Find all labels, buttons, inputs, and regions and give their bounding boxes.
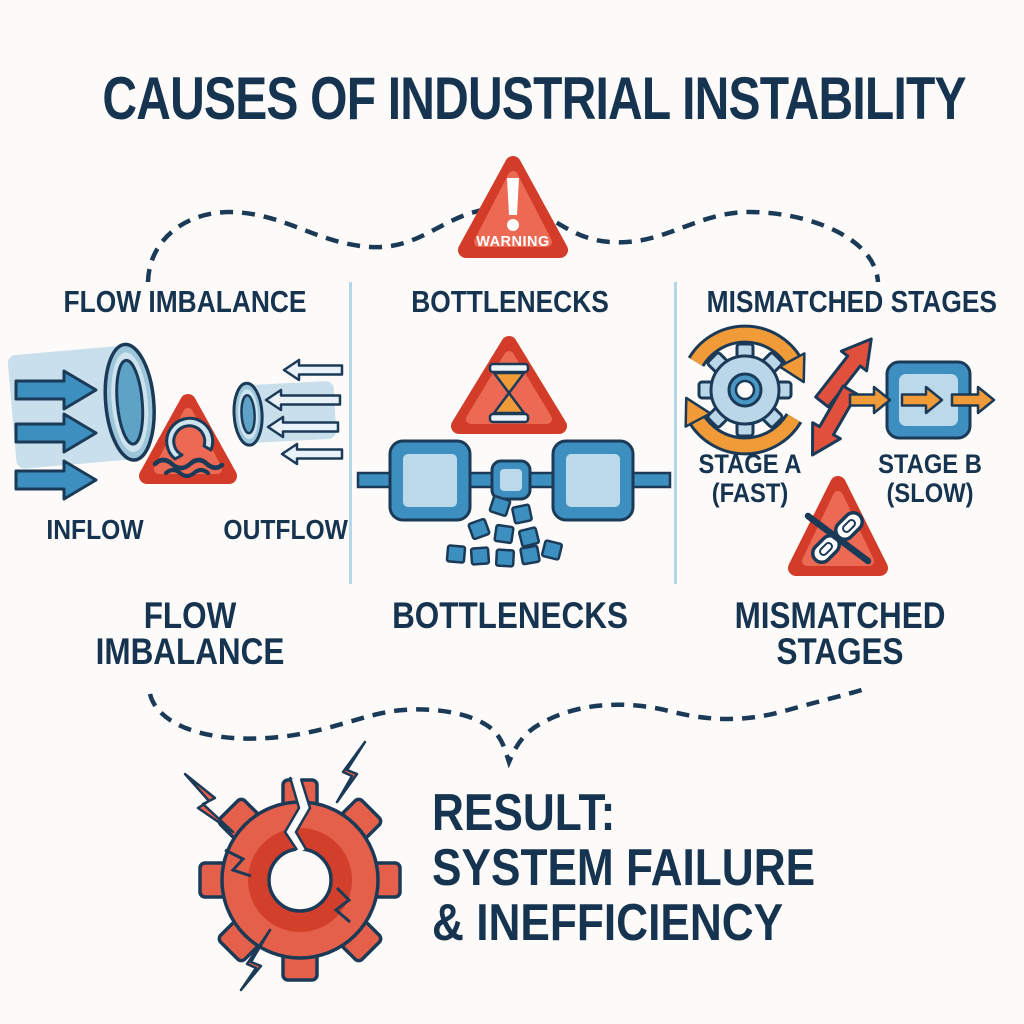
inflow-label: INFLOW [46, 514, 144, 545]
stage-b-box-icon [848, 360, 996, 440]
bottom-connector-dashes [147, 685, 868, 769]
mismatch-warning-triangle-icon [788, 476, 888, 576]
page-title: CAUSES OF INDUSTRIAL INSTABILITY [102, 65, 966, 132]
spilled-cubes-icon [445, 495, 564, 568]
footer-mismatched-stages: MISMATCHED STAGES [734, 595, 946, 672]
hourglass-icon [488, 362, 530, 424]
result-line-1: RESULT: [432, 784, 616, 842]
flow-imbalance-art [7, 342, 344, 501]
column-divider-right [674, 282, 677, 584]
header-bottlenecks: BOTTLENECKS [411, 284, 609, 319]
bottlenecks-art [356, 336, 672, 568]
footer-flow-imbalance: FLOW IMBALANCE [95, 595, 285, 672]
inflow-arrows-icon [14, 369, 98, 501]
result-broken-gear [183, 740, 402, 992]
result-line-3: & INEFFICIENCY [432, 894, 784, 952]
lightning-bolt-top-right-icon [335, 740, 367, 804]
lightning-bolt-top-left-icon [183, 772, 235, 834]
lightning-bolt-bottom-left-icon [239, 928, 272, 992]
header-mismatched-stages: MISMATCHED STAGES [706, 284, 997, 319]
stage-b-arrows-icon [848, 385, 996, 415]
wave-icon [152, 416, 225, 478]
flow-warning-triangle-icon [139, 394, 237, 484]
stage-a-cycle-icon [684, 324, 806, 456]
header-flow-imbalance: FLOW IMBALANCE [63, 284, 307, 319]
warning-triangle-icon: WARNING [458, 156, 568, 258]
mismatched-stages-art [684, 324, 996, 576]
footer-bottlenecks: BOTTLENECKS [392, 595, 628, 636]
stage-b-label: STAGE B (SLOW) [878, 449, 982, 508]
outflow-pipe-icon [232, 381, 337, 447]
column-divider-left [349, 282, 352, 584]
outflow-arrows-icon [264, 358, 344, 466]
exclamation-icon [507, 178, 519, 215]
broken-gear-icon [198, 776, 402, 982]
gear-icon [697, 342, 793, 438]
warning-label: WARNING [476, 234, 550, 250]
result-line-2: SYSTEM FAILURE [432, 839, 816, 897]
inflow-pipe-icon [7, 342, 156, 469]
stage-a-label: STAGE A (FAST) [698, 449, 802, 508]
result-text: RESULT: SYSTEM FAILURE & INEFFICIENCY [432, 786, 815, 951]
broken-sync-arrows-icon [811, 337, 873, 457]
broken-chain-icon [804, 511, 872, 565]
outflow-label: OUTFLOW [223, 514, 348, 545]
bottleneck-warning-triangle-icon [451, 336, 567, 434]
bottleneck-pipeline-icon [356, 439, 672, 522]
